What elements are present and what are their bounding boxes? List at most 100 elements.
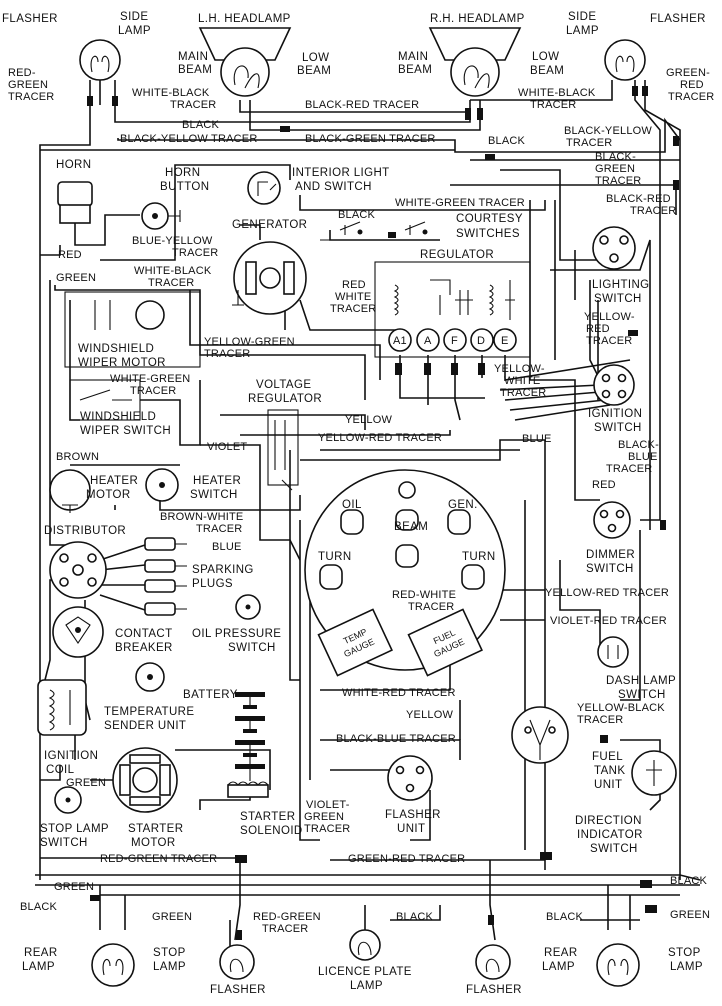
wire-black-red-r-2: TRACER	[630, 205, 676, 217]
instrument-cluster	[304, 469, 506, 677]
label-lighting-switch-2: SWITCH	[594, 293, 642, 305]
label-starter-motor-1: STARTER	[128, 823, 183, 835]
wire-green-red-r-1: GREEN-	[666, 67, 710, 79]
wire-green-red-r-2: RED	[680, 79, 704, 91]
wire-brown: BROWN	[56, 451, 99, 463]
lh-headlamp	[198, 27, 292, 97]
wire-yellow-fuel: YELLOW	[406, 709, 453, 721]
wire-white-black-r-1: WHITE-BLACK	[518, 87, 596, 99]
terminal-a: A	[424, 335, 432, 347]
label-courtesy-2: SWITCHES	[456, 228, 520, 240]
flasher-unit	[387, 755, 433, 801]
label-turn-r: TURN	[462, 551, 496, 563]
wire-white-green-wiper-1: WHITE-GREEN	[110, 373, 190, 385]
rear-left-lamp	[91, 943, 135, 987]
wire-red-white-gen-2: WHITE	[335, 291, 371, 303]
label-wiper-switch-2: WIPER SWITCH	[80, 425, 171, 437]
licence-plate-lamp	[349, 929, 381, 961]
label-gen: GEN.	[448, 499, 478, 511]
label-starter-motor-2: MOTOR	[131, 837, 176, 849]
terminal-d: D	[477, 335, 485, 347]
label-direction-3: SWITCH	[590, 843, 638, 855]
connector-blocks	[87, 86, 679, 940]
label-direction-1: DIRECTION	[575, 815, 642, 827]
label-voltage-regulator-1: VOLTAGE	[256, 379, 311, 391]
label-sparking-plugs-2: PLUGS	[192, 578, 233, 590]
regulator-terminal-labels: A1 A F D E	[393, 335, 509, 347]
wire-red-green-rear-1: RED-GREEN	[253, 911, 321, 923]
wire-black-yellow-r-1: BLACK-YELLOW	[564, 125, 652, 137]
temperature-sender-unit	[135, 662, 165, 692]
wire-violet-green-2: GREEN	[304, 811, 344, 823]
wire-black-red-r-1: BLACK-RED	[606, 193, 671, 205]
label-low-beam-l-1: LOW	[302, 52, 329, 64]
wire-black-green-r-1: BLACK-	[595, 151, 636, 163]
wire-red-green-bot: RED-GREEN TRACER	[100, 853, 217, 865]
wire-green-red-bot: GREEN-RED TRACER	[348, 853, 465, 865]
windshield-wiper-switch	[69, 379, 141, 421]
wire-black-blue-batt: BLACK-BLUE TRACER	[336, 733, 456, 745]
label-battery: BATTERY	[183, 689, 238, 701]
label-rear-lamp-l-2: LAMP	[22, 961, 55, 973]
label-stop-lamp-l-1: STOP	[153, 947, 186, 959]
label-ignition-coil-1: IGNITION	[44, 750, 98, 762]
wire-red-green-l-3: TRACER	[8, 91, 54, 103]
label-horn: HORN	[56, 159, 91, 171]
label-interior-light-1: INTERIOR LIGHT	[292, 167, 390, 179]
wire-yellow-white-3: TRACER	[500, 387, 546, 399]
rh-headlamp	[428, 27, 522, 97]
wire-yellow-green-2: TRACER	[204, 348, 250, 360]
wire-yellow-mid: YELLOW	[345, 414, 392, 426]
voltage-regulator	[267, 409, 299, 491]
label-wiper-motor-2: WIPER MOTOR	[78, 357, 166, 369]
wire-black-r: BLACK	[488, 135, 526, 147]
starter-solenoid	[227, 781, 269, 798]
label-side-lamp-r-2: LAMP	[566, 25, 599, 37]
label-flasher-rr: FLASHER	[466, 984, 522, 996]
horn-button	[141, 202, 181, 230]
terminal-e: E	[501, 335, 509, 347]
wire-red-green-l-1: RED-	[8, 67, 36, 79]
terminal-a1: A1	[393, 335, 407, 347]
wire-white-green-wiper-2: TRACER	[130, 385, 176, 397]
label-contact-breaker-1: CONTACT	[115, 628, 173, 640]
label-interior-light-2: AND SWITCH	[295, 181, 372, 193]
label-oil: OIL	[342, 499, 362, 511]
label-heater-motor-2: MOTOR	[86, 489, 131, 501]
label-ignition-switch-2: SWITCH	[594, 422, 642, 434]
wire-black-top: BLACK	[182, 119, 220, 131]
wire-white-black-r-2: TRACER	[530, 99, 576, 111]
wire-yellow-red-mid: YELLOW-RED TRACER	[318, 432, 442, 444]
wire-white-red: WHITE-RED TRACER	[342, 687, 456, 699]
oil-pressure-switch	[235, 594, 261, 620]
label-flasher-unit-1: FLASHER	[385, 809, 441, 821]
wire-blue-dist: BLUE	[212, 541, 242, 553]
wire-black-yellow-r-2: TRACER	[566, 137, 612, 149]
label-side-lamp-r-1: SIDE	[568, 11, 596, 23]
label-dash-lamp-2: SWITCH	[618, 689, 666, 701]
wire-yellow-red-ls-3: TRACER	[586, 335, 632, 347]
wire-white-black-wiper-2: TRACER	[148, 277, 194, 289]
wire-black-bot-l: BLACK	[20, 901, 58, 913]
label-rear-lamp-r-1: REAR	[544, 947, 578, 959]
wire-yellow-black-1: YELLOW-BLACK	[577, 702, 665, 714]
battery	[235, 692, 265, 781]
label-courtesy-1: COURTESY	[456, 213, 523, 225]
label-wiper-motor-1: WINDSHIELD	[78, 343, 154, 355]
label-main-beam-l-2: BEAM	[178, 64, 212, 76]
label-low-beam-l-2: BEAM	[297, 65, 331, 77]
rear-left-flasher-lamp	[219, 944, 255, 980]
wire-white-green-int: WHITE-GREEN TRACER	[395, 197, 525, 209]
wire-red-white-gen-3: TRACER	[330, 303, 376, 315]
wire-black-green-r-2: GREEN	[595, 163, 635, 175]
wire-red-white-inst-1: RED-WHITE	[392, 589, 456, 601]
wire-brown-white-2: TRACER	[196, 523, 242, 535]
wire-white-black-top-1: WHITE-BLACK	[132, 87, 210, 99]
label-flasher-lf: FLASHER	[2, 13, 58, 25]
wire-red-green-rear-2: TRACER	[262, 923, 308, 935]
label-dimmer-switch-1: DIMMER	[586, 549, 635, 561]
label-horn-button-1: HORN	[165, 167, 200, 179]
wire-black-bot-r: BLACK	[670, 875, 708, 887]
wire-yellow-black-2: TRACER	[577, 714, 623, 726]
label-licence-plate-2: LAMP	[350, 980, 383, 992]
